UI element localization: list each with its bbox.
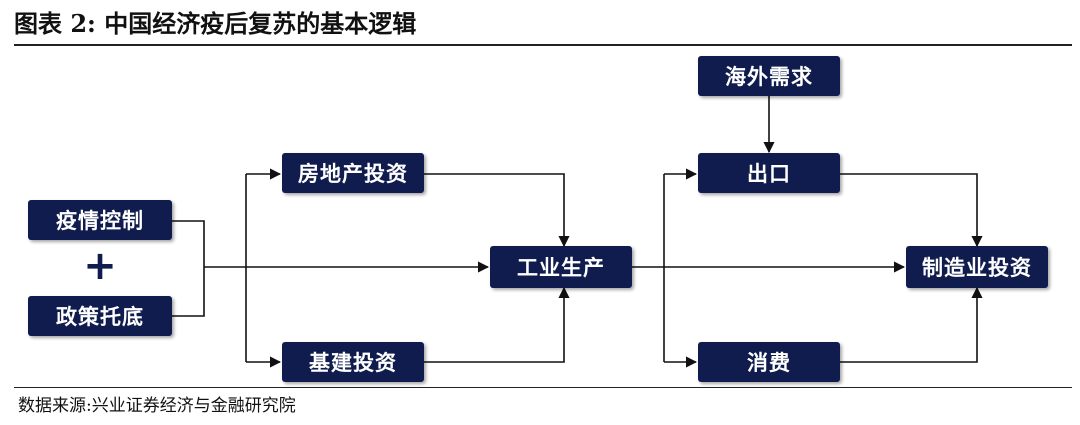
connector-exports-to-manufacturing xyxy=(840,173,983,248)
source-note: 数据来源:兴业证券经济与金融研究院 xyxy=(18,396,296,416)
connector-input-bracket xyxy=(172,220,205,317)
node-epidemic-control: 疫情控制 xyxy=(28,200,172,240)
node-policy-support: 政策托底 xyxy=(28,296,172,336)
connector-consumption-to-manufacturing xyxy=(840,286,983,363)
node-real-estate-investment: 房地产投资 xyxy=(282,153,424,193)
title-divider xyxy=(14,44,1072,46)
node-exports: 出口 xyxy=(698,153,840,193)
figure-title: 图表 2: 中国经济疫后复苏的基本逻辑 xyxy=(14,9,417,38)
node-consumption: 消费 xyxy=(698,342,840,382)
connector-real-estate-to-industrial xyxy=(424,173,570,248)
node-infrastructure-investment: 基建投资 xyxy=(282,342,424,382)
plus-sign: + xyxy=(83,243,117,289)
source-divider xyxy=(14,387,1072,388)
node-overseas-demand: 海外需求 xyxy=(698,56,840,96)
node-industrial-production: 工业生产 xyxy=(490,246,632,288)
node-manufacturing-investment: 制造业投资 xyxy=(906,246,1048,288)
connector-infrastructure-to-industrial xyxy=(424,286,570,363)
